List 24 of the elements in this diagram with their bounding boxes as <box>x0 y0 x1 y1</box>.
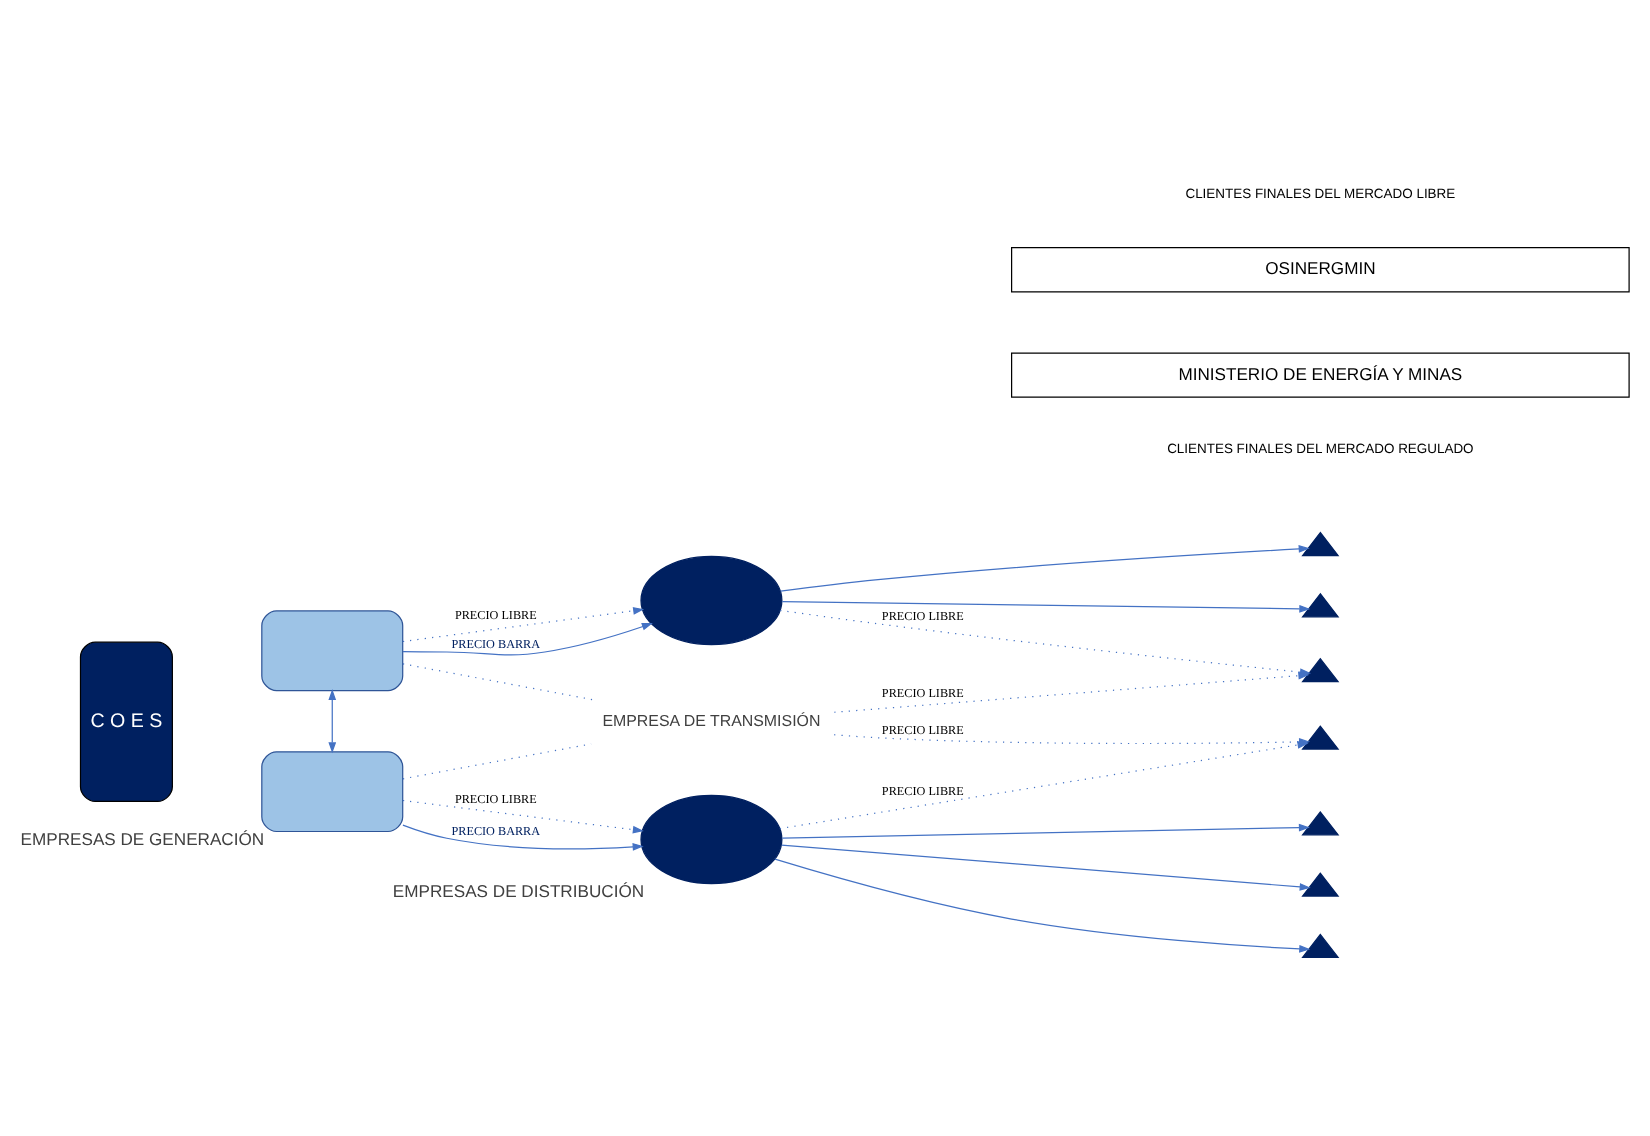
node-box: C O E S <box>78 640 172 802</box>
arrow <box>780 822 1309 838</box>
node-label: EMPRESAS DE GENERACIÓN <box>19 828 264 849</box>
connector <box>401 662 593 700</box>
arrow <box>401 823 643 850</box>
arrow <box>778 544 1309 591</box>
node-ellipse <box>639 793 782 884</box>
node-box: OSINERGMIN <box>1010 246 1629 292</box>
arrow <box>401 798 643 833</box>
node-box: MINISTERIO DE ENERGÍA Y MINAS <box>1010 351 1629 397</box>
node-triangle <box>1300 809 1339 835</box>
node-box <box>260 609 403 691</box>
arrow <box>401 605 644 642</box>
arrow <box>401 622 652 655</box>
arrow <box>780 599 1310 612</box>
node-triangle <box>1300 724 1339 749</box>
arrow <box>778 740 1308 829</box>
node-label: EMPRESAS DE DISTRIBUCIÓN <box>391 880 644 901</box>
arrow <box>773 857 1310 952</box>
arrow <box>780 843 1310 890</box>
arrow <box>327 688 336 753</box>
node-box <box>260 750 403 832</box>
node-triangle <box>1300 530 1339 556</box>
arrow <box>832 670 1309 712</box>
